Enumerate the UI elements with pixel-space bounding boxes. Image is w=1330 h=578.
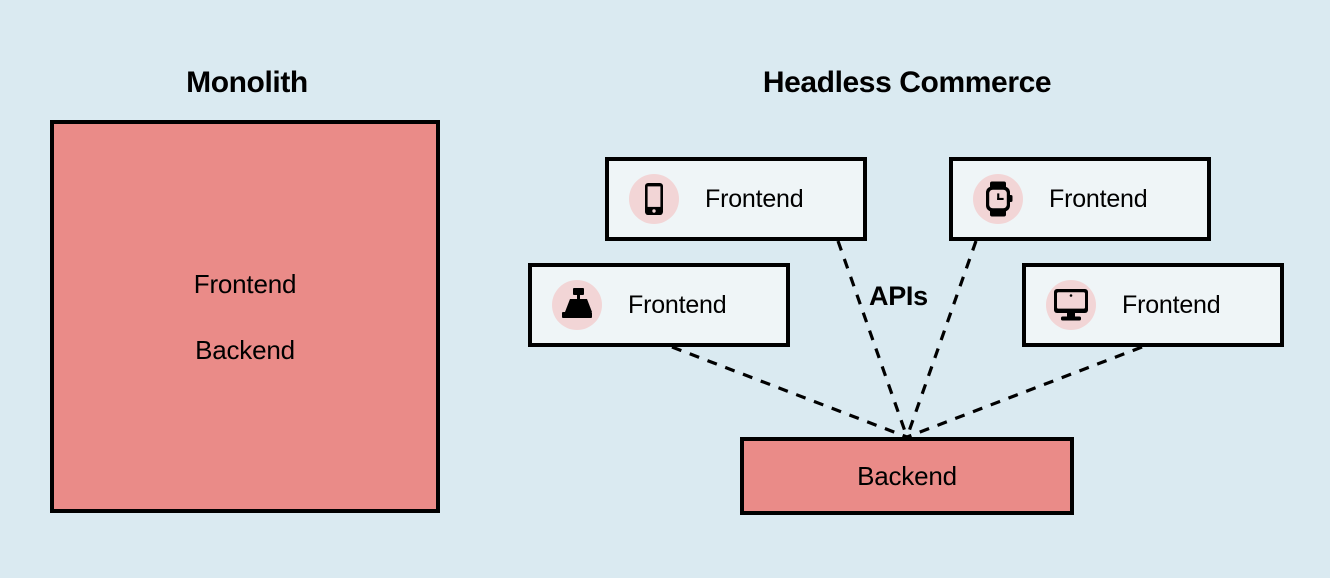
mobile-phone-icon xyxy=(629,174,679,224)
frontend-card-label: Frontend xyxy=(705,184,804,213)
frontend-card-label: Frontend xyxy=(1122,290,1221,319)
smartwatch-icon xyxy=(973,174,1023,224)
frontend-card-desktop: Frontend xyxy=(1022,263,1284,347)
headless-backend-block: Backend xyxy=(740,437,1074,515)
connector-line-watch xyxy=(905,240,978,438)
connector-line-phone xyxy=(836,240,909,438)
headless-commerce-title: Headless Commerce xyxy=(762,66,1052,99)
point-of-sale-register-icon xyxy=(552,280,602,330)
frontend-card-smartwatch: Frontend xyxy=(949,157,1211,241)
monolith-backend-label: Backend xyxy=(195,334,295,365)
frontend-card-mobile: Frontend xyxy=(605,157,867,241)
headless-backend-label: Backend xyxy=(857,460,957,491)
frontend-card-label: Frontend xyxy=(628,290,727,319)
apis-label: APIs xyxy=(869,281,928,311)
monolith-title: Monolith xyxy=(186,66,308,99)
frontend-card-label: Frontend xyxy=(1049,184,1148,213)
monolith-block: Frontend Backend xyxy=(50,120,440,513)
monolith-frontend-label: Frontend xyxy=(193,268,297,299)
connector-line-pos xyxy=(671,345,908,439)
connector-line-desktop xyxy=(906,345,1143,439)
frontend-card-pos: Frontend xyxy=(528,263,790,347)
desktop-monitor-icon xyxy=(1046,280,1096,330)
